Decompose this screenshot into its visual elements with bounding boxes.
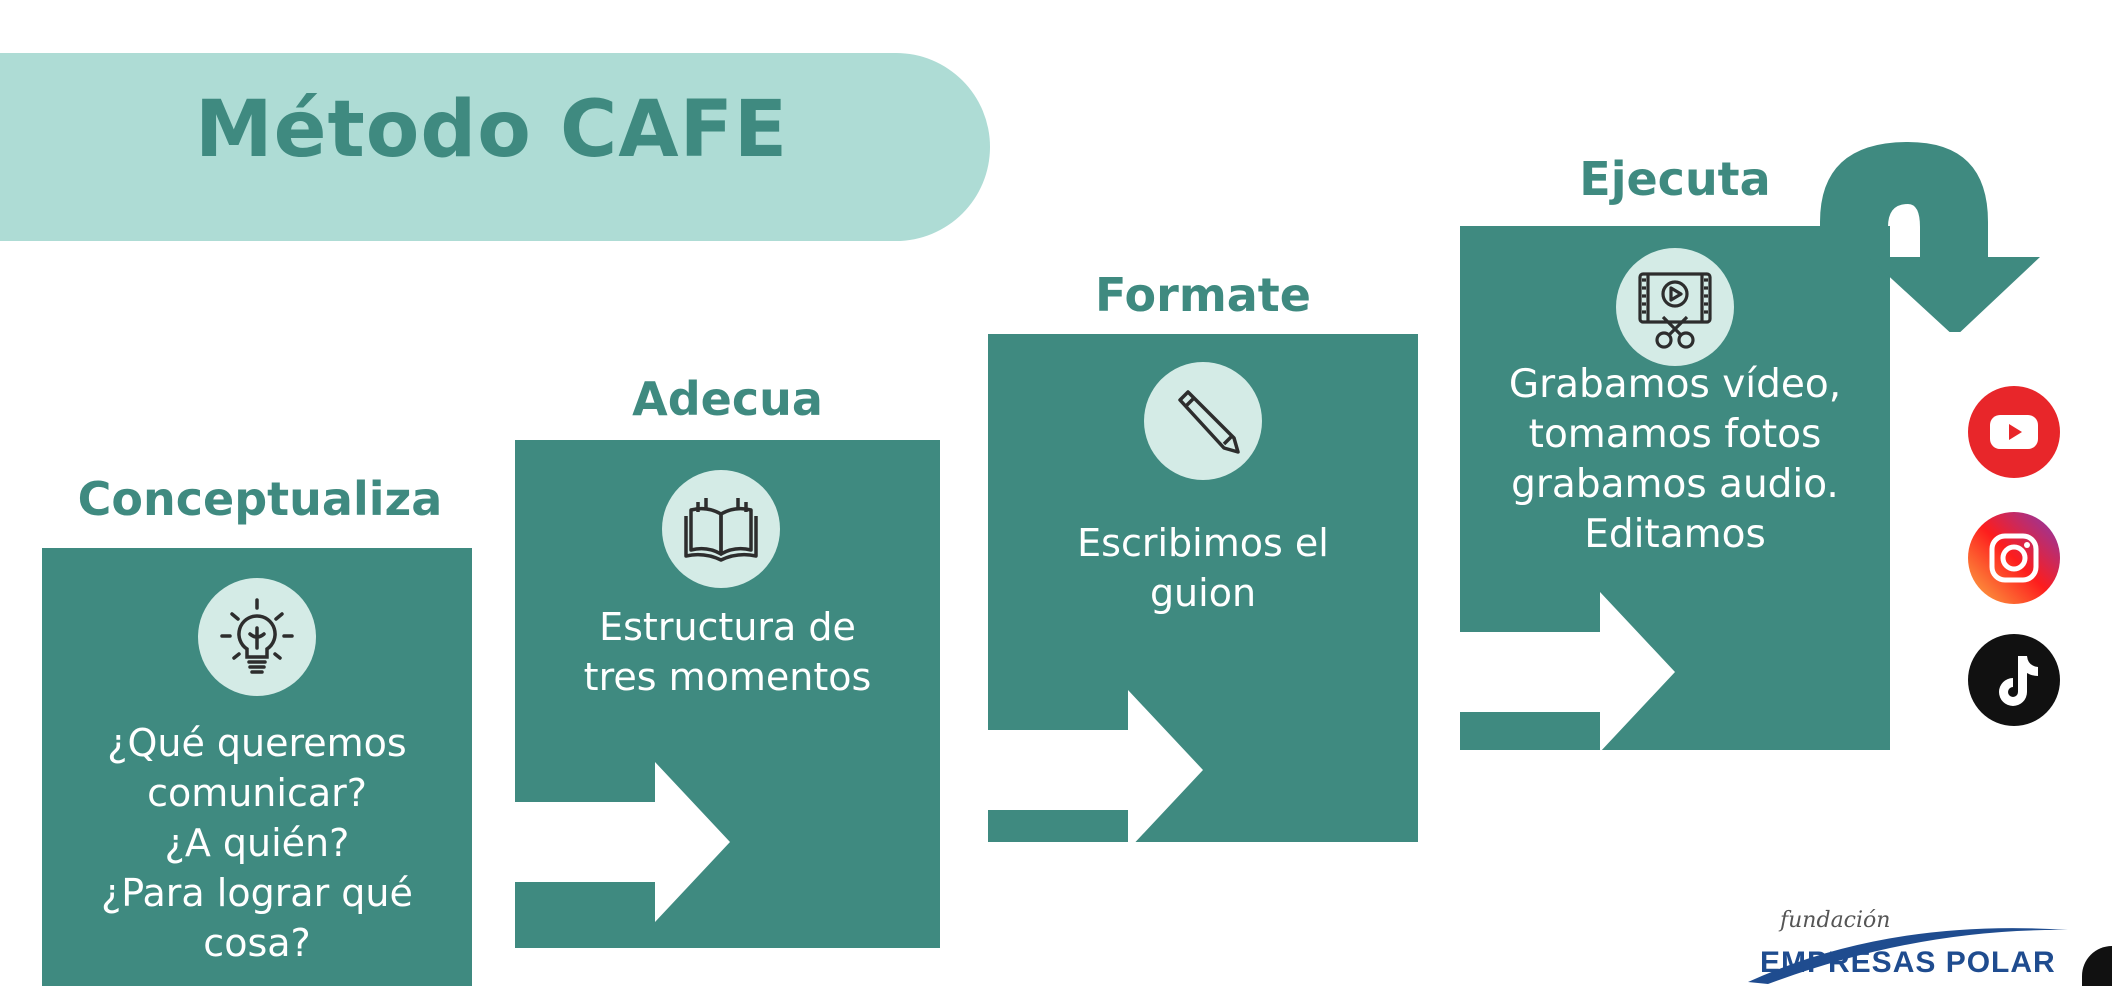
text-line: grabamos audio.: [1511, 462, 1839, 507]
title-banner: [0, 53, 990, 241]
text-line: ¿Para lograr qué: [101, 871, 413, 915]
tiktok-icon: [1968, 634, 2060, 726]
step-title-ejecuta: Ejecuta: [1579, 152, 1771, 206]
arrow-right-icon: [515, 762, 730, 922]
lightbulb-icon: [198, 578, 316, 696]
step-text-conceptualiza: ¿Qué queremos comunicar? ¿A quién? ¿Para…: [42, 718, 472, 968]
text-line: tomamos fotos: [1528, 412, 1822, 457]
text-line: Editamos: [1584, 512, 1766, 557]
text-line: Estructura de: [599, 605, 856, 649]
corner-decoration: [2082, 946, 2112, 986]
curved-arrow-down-icon: [1820, 142, 2040, 332]
step-title-formate: Formate: [1094, 268, 1311, 322]
text-line: cosa?: [203, 921, 311, 965]
step-title-conceptualiza: Conceptualiza: [77, 472, 443, 526]
text-line: tres momentos: [583, 655, 872, 699]
fundacion-empresas-polar-logo: fundación EMPRESAS POLAR: [1738, 908, 2078, 986]
logo-text-top: fundación: [1780, 908, 1891, 933]
arrow-right-icon: [988, 690, 1203, 850]
youtube-icon: [1968, 386, 2060, 478]
step-text-ejecuta: Grabamos vídeo, tomamos fotos grabamos a…: [1460, 360, 1890, 560]
pencil-icon: [1144, 362, 1262, 480]
page-title: Método CAFE: [195, 85, 789, 175]
logo-text-bottom: EMPRESAS POLAR: [1760, 946, 2056, 979]
step-text-formate: Escribimos el guion: [988, 518, 1418, 618]
video-edit-icon: [1616, 248, 1734, 366]
text-line: Escribimos el: [1077, 521, 1329, 565]
book-icon: [662, 470, 780, 588]
text-line: comunicar?: [147, 771, 367, 815]
step-text-adecua: Estructura de tres momentos: [515, 602, 940, 702]
text-line: ¿Qué queremos: [107, 721, 407, 765]
text-line: ¿A quién?: [164, 821, 350, 865]
text-line: guion: [1149, 571, 1257, 615]
step-title-adecua: Adecua: [632, 372, 823, 426]
instagram-icon: [1968, 512, 2060, 604]
text-line: Grabamos vídeo,: [1508, 362, 1842, 407]
arrow-right-icon: [1460, 592, 1675, 752]
